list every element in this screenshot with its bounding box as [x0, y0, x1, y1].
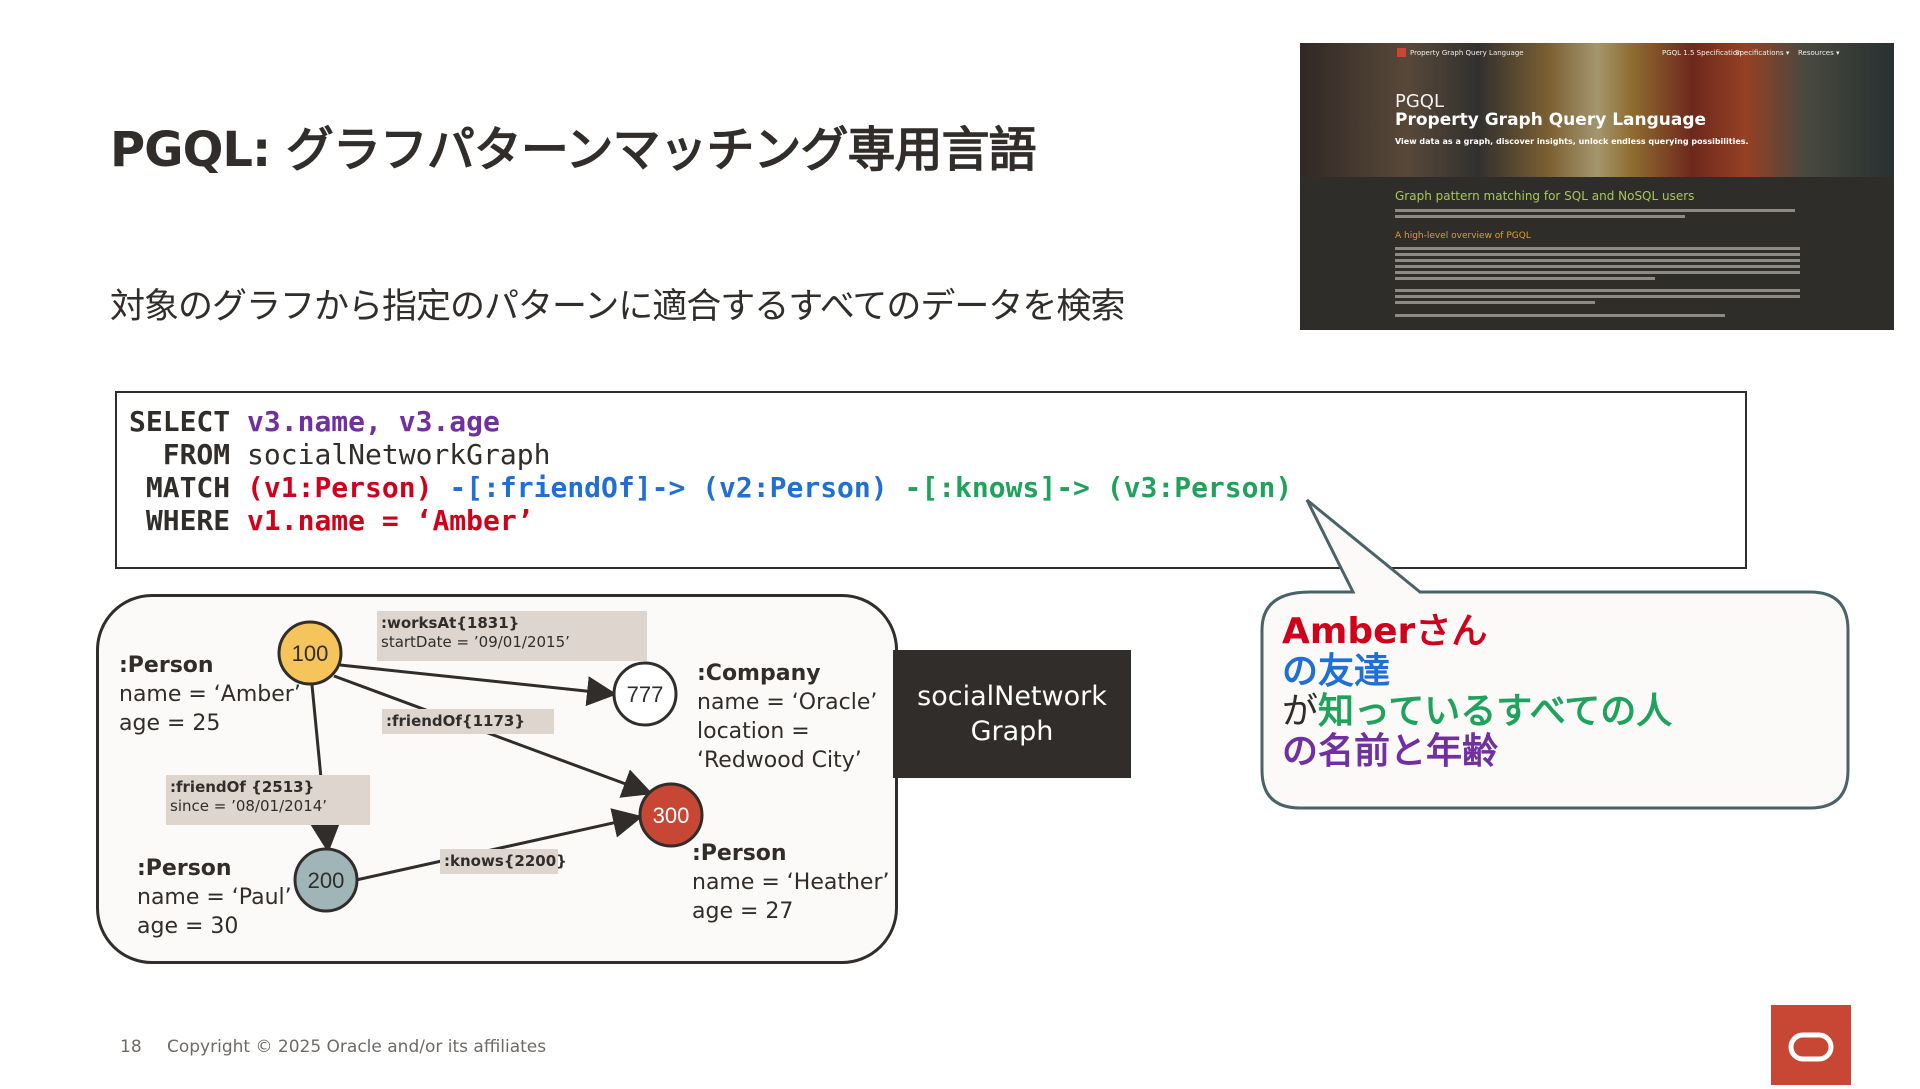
subsection-heading: A high-level overview of PGQL: [1395, 231, 1531, 241]
section-heading: Graph pattern matching for SQL and NoSQL…: [1395, 189, 1695, 203]
edge-label-friendOf-2513: :friendOf {2513}since = ’08/01/2014’: [166, 775, 370, 825]
bubble-line-2: の友達: [1282, 651, 1391, 692]
props-heather: :Person name = ‘Heather’ age = 27: [692, 841, 890, 924]
copyright-text: Copyright © 2025 Oracle and/or its affil…: [167, 1037, 547, 1057]
pgql-query-box: SELECT v3.name, v3.age FROM socialNetwor…: [115, 391, 1747, 569]
edge-friendOf-1173: [333, 674, 653, 798]
node-100-label: 100: [292, 641, 329, 666]
page-number: 18: [120, 1037, 142, 1057]
node-300-label: 300: [653, 803, 690, 828]
node-300: [638, 782, 704, 848]
edge-label-worksAt: :worksAt{1831}startDate = ’09/01/2015’: [377, 611, 647, 661]
hero-small-title: PGQL: [1395, 91, 1444, 112]
edge-worksAt: [339, 663, 617, 707]
bubble-text: Amberさん の友達 が知っているすべての人 の名前と年齢: [1282, 612, 1672, 772]
props-paul: :Person name = ‘Paul’ age = 30: [137, 856, 292, 939]
hero-tagline: View data as a graph, discover insights,…: [1395, 137, 1749, 146]
query-where-line: WHERE v1.name = ‘Amber’: [145, 504, 534, 537]
site-logo-icon: [1397, 48, 1406, 57]
nav-item-spec: PGQL 1.5 Specification: [1662, 49, 1742, 57]
nav-item-resources: Resources ▾: [1798, 49, 1840, 57]
node-200: [293, 847, 359, 913]
query-from-line: FROM socialNetworkGraph: [162, 438, 551, 471]
node-777: [612, 661, 678, 727]
edge-label-friendOf-1173: :friendOf{1173}: [382, 709, 554, 734]
edge-label-knows: :knows{2200}: [440, 849, 567, 874]
props-company: :Company name = ‘Oracle’ location = ‘Red…: [697, 661, 878, 773]
hero-title: Property Graph Query Language: [1395, 110, 1707, 130]
slide-title: PGQL: グラフパターンマッチング専用言語: [110, 122, 1036, 178]
edge-friendOf-2513: [310, 684, 341, 853]
props-amber: :Person name = ‘Amber’ age = 25: [119, 653, 301, 736]
query-match-line: MATCH (v1:Person) -[:friendOf]-> (v2:Per…: [145, 471, 1293, 504]
slide-subtitle: 対象のグラフから指定のパターンに適合するすべてのデータを検索: [110, 287, 1125, 327]
query-select-line: SELECT v3.name, v3.age: [129, 405, 500, 438]
edge-knows: [355, 808, 643, 882]
node-100: [277, 620, 343, 686]
nav-item-specifications: Specifications ▾: [1735, 49, 1790, 57]
node-777-label: 777: [627, 682, 664, 707]
bubble-line-3: が知っているすべての人: [1282, 691, 1673, 732]
pgql-website-screenshot: Property Graph Query Language PGQL 1.5 S…: [1300, 43, 1894, 330]
node-200-label: 200: [308, 868, 345, 893]
bubble-line-4: の名前と年齢: [1282, 731, 1499, 772]
hero-banner: [1300, 43, 1894, 177]
site-name: Property Graph Query Language: [1410, 49, 1524, 57]
oracle-logo-icon: [1771, 1005, 1851, 1085]
bubble-line-1: Amberさん: [1282, 611, 1488, 652]
speech-bubble: [1260, 498, 1850, 810]
